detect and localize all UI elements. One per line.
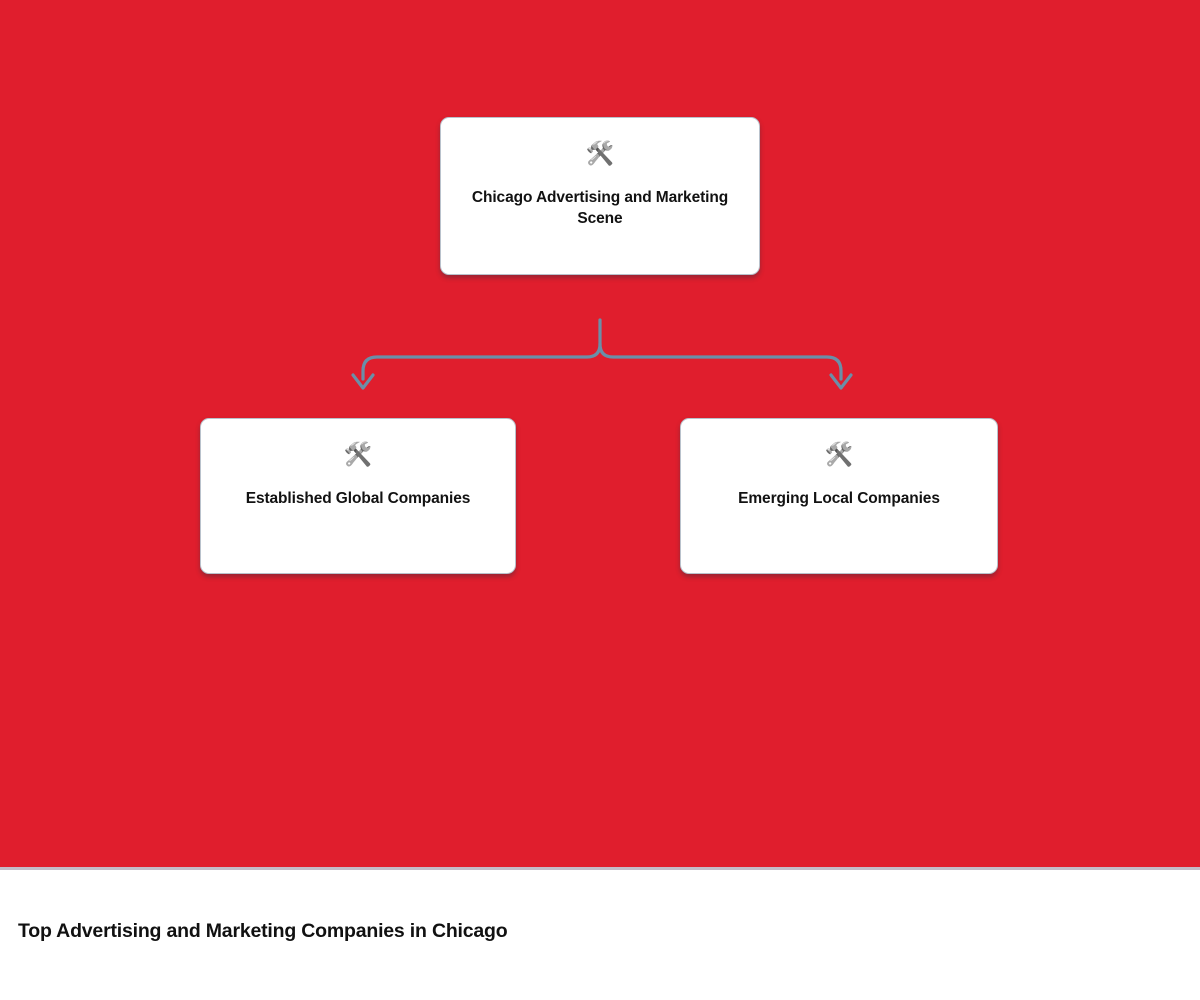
connector-branch-left	[361, 342, 602, 381]
diagram-node-label: Emerging Local Companies	[738, 490, 940, 507]
hammer-and-wrench-icon: 🛠️	[824, 441, 854, 467]
diagram-node-label: Established Global Companies	[245, 490, 471, 507]
hammer-and-wrench-icon: 🛠️	[343, 441, 373, 467]
hammer-and-wrench-icon: 🛠️	[585, 140, 615, 166]
diagram-node-established-global-companies[interactable]: 🛠️ Established Global Companies	[200, 418, 516, 574]
footer-bar: Top Advertising and Marketing Companies …	[0, 867, 1200, 1000]
arrowhead-right	[829, 373, 853, 390]
diagram-node-label: Chicago Advertising and Marketing Scene	[471, 189, 729, 227]
diagram-node-emerging-local-companies[interactable]: 🛠️ Emerging Local Companies	[680, 418, 998, 574]
diagram-canvas: 🛠️ Chicago Advertising and Marketing Sce…	[0, 0, 1200, 867]
arrowhead-left	[351, 373, 375, 390]
footer-title: Top Advertising and Marketing Companies …	[18, 920, 508, 942]
connector-branch-right	[598, 342, 843, 381]
diagram-node-root[interactable]: 🛠️ Chicago Advertising and Marketing Sce…	[440, 117, 760, 275]
